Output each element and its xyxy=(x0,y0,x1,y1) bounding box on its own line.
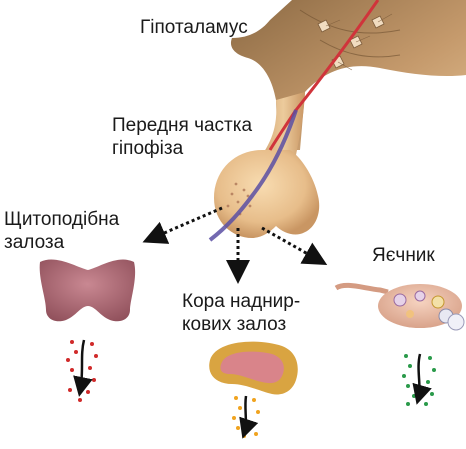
label-adrenal-cortex: Кора наднир- кових залоз xyxy=(182,290,300,336)
ovary xyxy=(336,284,464,330)
ovary-hormone-output xyxy=(402,354,436,406)
label-hypothalamus: Гіпоталамус xyxy=(140,16,248,39)
arrow-to-thyroid xyxy=(148,208,222,240)
adrenal-gland xyxy=(209,342,298,395)
label-ovary: Яєчник xyxy=(372,244,435,267)
thyroid-hormone-output xyxy=(66,340,98,402)
hypothalamus-tissue xyxy=(231,0,466,150)
label-anterior-pituitary: Передня частка гіпофіза xyxy=(112,114,252,160)
adrenal-hormone-output xyxy=(232,396,260,438)
label-thyroid: Щитоподібна залоза xyxy=(4,208,119,254)
thyroid-gland xyxy=(40,260,135,322)
